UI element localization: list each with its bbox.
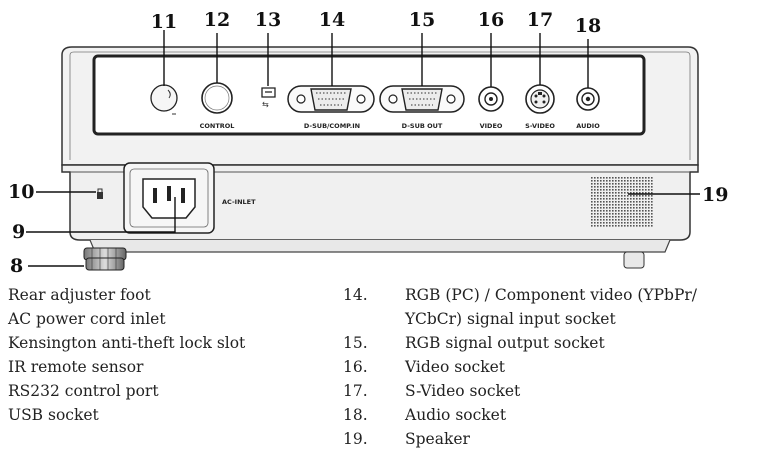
legend-item-14-line1: RGB (PC) / Component video (YPbPr/ (405, 286, 698, 304)
speaker-grille (590, 176, 654, 228)
rs232-control-port (201, 82, 233, 114)
legend-item-14-line2: YCbCr) signal input socket (405, 310, 616, 328)
callout-11: 11 (151, 11, 177, 33)
video-socket (478, 86, 504, 112)
callout-18: 18 (575, 15, 601, 37)
right-foot (623, 251, 645, 269)
svideo-label: S-VIDEO (525, 122, 555, 130)
callout-10: 10 (8, 181, 34, 203)
legend-num-15: 15. (343, 334, 368, 352)
usb-icon: ⇆ (262, 100, 269, 109)
callout-16: 16 (478, 9, 504, 31)
dsub-out-socket (379, 85, 465, 113)
legend-item-16: Video socket (405, 358, 505, 376)
dsub-comp-in-label: D-SUB/COMP.IN (304, 122, 360, 130)
svideo-socket (525, 84, 555, 114)
legend-num-17: 17. (343, 382, 368, 400)
callout-9: 9 (12, 221, 25, 243)
callout-15: 15 (409, 9, 435, 31)
legend-item-8: Rear adjuster foot (8, 286, 151, 304)
kensington-lock-slot (97, 188, 103, 199)
projector-body (61, 46, 699, 253)
legend-item-9: AC power cord inlet (8, 310, 166, 328)
legend-num-19: 19. (343, 430, 368, 448)
dsub-comp-in-socket (287, 85, 375, 113)
ir-remote-sensor (150, 84, 178, 112)
audio-label: AUDIO (576, 122, 600, 130)
leader-lines (26, 30, 700, 267)
callout-13: 13 (255, 9, 281, 31)
legend-item-15: RGB signal output socket (405, 334, 605, 352)
legend-item-10: Kensington anti-theft lock slot (8, 334, 246, 352)
ac-inlet-label: AC-INLET (222, 198, 256, 206)
projector-rear-diagram: CONTROL ⇆ D-SUB/COMP.IN D-SUB OUT VIDEO … (8, 9, 728, 277)
video-label: VIDEO (480, 122, 503, 130)
control-label: CONTROL (200, 122, 235, 130)
legend-item-17: S-Video socket (405, 382, 521, 400)
legend-item-19: Speaker (405, 430, 470, 448)
callout-14: 14 (319, 9, 345, 31)
dsub-out-label: D-SUB OUT (402, 122, 443, 130)
callout-17: 17 (527, 9, 553, 31)
callout-8: 8 (10, 255, 23, 277)
callout-19: 19 (702, 184, 728, 206)
legend-num-14: 14. (343, 286, 368, 304)
legend-item-11: IR remote sensor (8, 358, 144, 376)
callout-12: 12 (204, 9, 230, 31)
usb-socket: ⇆ (261, 87, 276, 109)
ac-power-inlet (123, 162, 215, 234)
audio-socket (576, 87, 600, 111)
legend-num-16: 16. (343, 358, 368, 376)
legend-item-12: RS232 control port (8, 382, 159, 400)
legend-num-18: 18. (343, 406, 368, 424)
rear-adjuster-foot (83, 247, 127, 271)
legend-item-18: Audio socket (405, 406, 507, 424)
legend-item-13: USB socket (8, 406, 99, 424)
